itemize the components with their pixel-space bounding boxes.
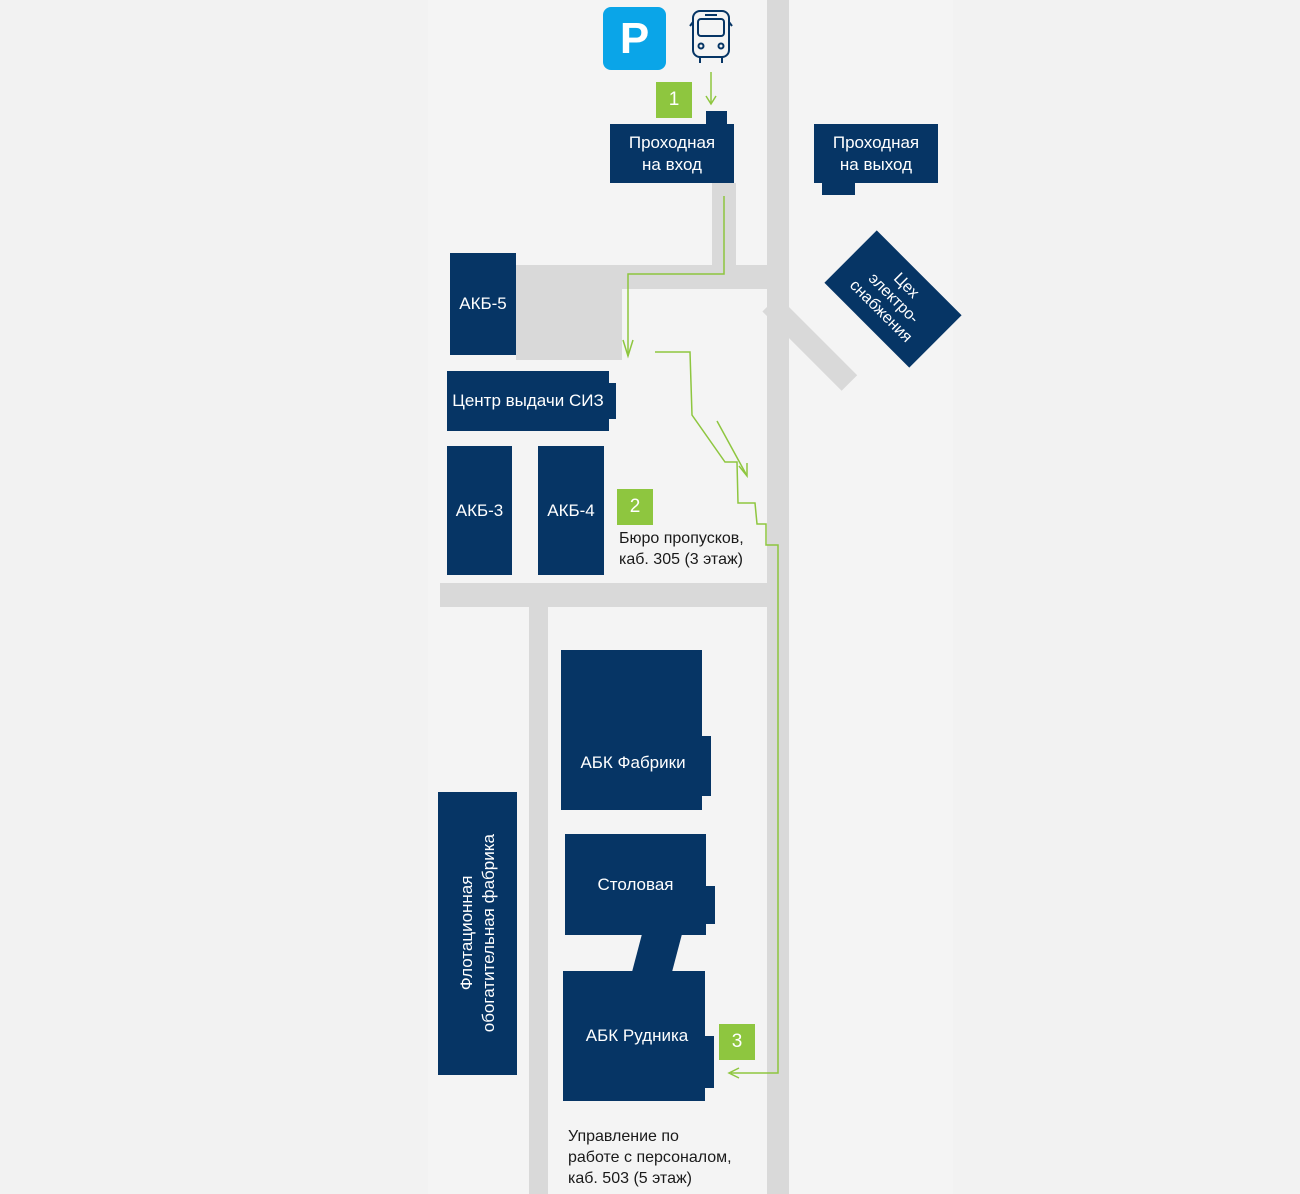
bus-icon-light-right: [717, 42, 725, 50]
canteen-passage-shape: [632, 934, 682, 972]
route-segment-entrance: [627, 196, 725, 356]
route-arrow-side-head: [738, 463, 748, 479]
pass-bureau-note-line-2: каб. 305 (3 этаж): [619, 551, 744, 568]
canteen-label: Столовая: [597, 874, 674, 894]
bus-icon-light-left: [697, 42, 705, 50]
bus-icon-window: [697, 18, 725, 37]
abk-factory: АБК Фабрики: [561, 650, 702, 810]
hr-note-line-2: работе с персоналом,: [568, 1149, 732, 1166]
bus-icon-body: [692, 10, 730, 58]
cross-road: [440, 583, 789, 607]
akb-5-label: АКБ-5: [459, 294, 507, 313]
side-road: [529, 607, 548, 1194]
step-1-badge: 1: [656, 82, 692, 118]
abk-mine: АБК Рудника: [563, 971, 705, 1101]
abk-factory-label: АБК Фабрики: [580, 753, 686, 772]
exit-checkpoint-annex: [822, 182, 855, 195]
entrance-checkpoint-label-1: Проходная: [628, 132, 716, 152]
akb-3: АКБ-3: [447, 446, 512, 575]
canteen-annex: [704, 886, 715, 924]
parking-icon: P: [603, 7, 666, 70]
akb-4: АКБ-4: [538, 446, 604, 575]
entrance-checkpoint-annex: [706, 111, 727, 125]
abk-mine-annex: [703, 1036, 714, 1088]
canteen: Столовая: [565, 834, 706, 935]
abk-mine-label: АБК Рудника: [585, 1026, 689, 1045]
route-arrow-side: [716, 420, 747, 475]
step-2-badge: 2: [617, 489, 653, 525]
step-3-badge: 3: [719, 1024, 755, 1060]
step-2-label: 2: [629, 496, 641, 517]
exit-checkpoint-label-2: на выход: [839, 154, 913, 174]
route-arrow-entrance-head: [622, 339, 634, 359]
step-1-label: 1: [668, 89, 680, 110]
flotation-plant: Флотационная обогатительная фабрика: [438, 792, 517, 1075]
hr-note: Управление по работе с персоналом, каб. …: [568, 1126, 732, 1189]
parking-icon-letter: P: [619, 13, 650, 63]
entrance-checkpoint: Проходная на вход: [610, 124, 734, 183]
bus-icon-mirror-left: [689, 21, 694, 27]
route-arrow-bus-head: [705, 95, 717, 106]
exit-checkpoint: Проходная на выход: [814, 124, 938, 183]
pass-bureau-note-line-1: Бюро пропусков,: [619, 530, 744, 547]
bus-icon-mirror-right: [728, 21, 733, 27]
abk-factory-annex: [700, 736, 711, 796]
akb5-yard: [516, 265, 622, 360]
akb-4-label: АКБ-4: [547, 500, 595, 520]
akb-5: АКБ-5: [450, 253, 516, 355]
bus-icon: [689, 10, 733, 63]
pass-bureau-note: Бюро пропусков, каб. 305 (3 этаж): [619, 528, 744, 570]
ppe-center-label: Центр выдачи СИЗ: [452, 391, 604, 410]
hr-note-line-3: каб. 503 (5 этаж): [568, 1170, 693, 1187]
hr-note-line-1: Управление по: [568, 1128, 679, 1145]
akb-3-label: АКБ-3: [455, 500, 504, 520]
route-arrow-mine-head: [727, 1067, 740, 1079]
entrance-checkpoint-label-2: на вход: [642, 154, 702, 174]
exit-checkpoint-label-1: Проходная: [832, 132, 920, 152]
step-3-label: 3: [731, 1031, 743, 1052]
route-segment-main: [655, 351, 779, 1074]
ppe-center-annex: [607, 383, 616, 419]
ppe-center: Центр выдачи СИЗ: [447, 371, 609, 431]
